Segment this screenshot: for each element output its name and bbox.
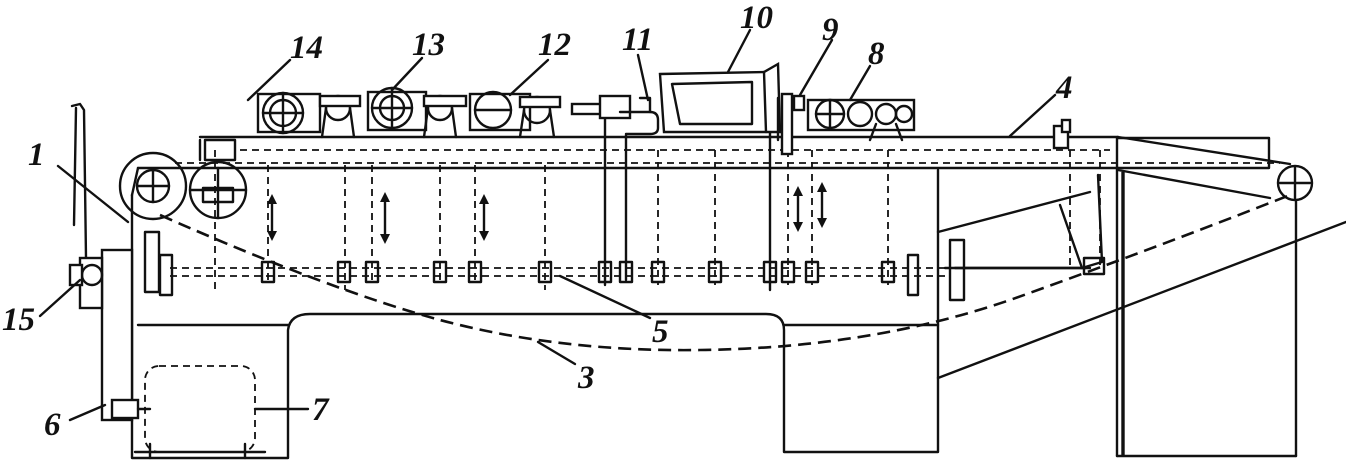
chain-3 [159,193,1291,352]
label-9: 9 [822,12,839,48]
shaft-5 [170,266,1092,277]
label-5: 5 [652,314,669,350]
unit-10 [658,61,782,134]
label-12: 12 [538,27,571,63]
unit-12 [468,90,562,139]
labels: 1 3 4 5 6 7 8 9 10 11 12 13 14 15 [2,0,1073,443]
label-7: 7 [312,392,330,428]
label-13: 13 [412,27,445,63]
unit-8 [806,98,916,142]
leader-lines [38,28,1057,422]
unit-14 [256,91,362,139]
vertical-rods [143,93,1106,302]
label-10: 10 [740,0,773,36]
machine-frame [130,166,1120,460]
label-4: 4 [1055,70,1073,106]
drive-assembly [68,248,152,422]
label-11: 11 [622,22,653,58]
label-15: 15 [2,302,35,338]
unit-11 [570,94,660,136]
left-pulleys [118,151,248,221]
label-8: 8 [868,36,885,72]
right-pulley [1276,164,1314,202]
belt-block [1052,118,1072,150]
label-6: 6 [44,407,61,443]
unit-13 [366,86,468,139]
handle-lever [70,102,88,260]
motor-7 [133,365,267,460]
right-stand [936,136,1346,458]
label-14: 14 [290,30,323,66]
label-1: 1 [28,137,45,173]
vertical-arrows [267,182,827,244]
unit-9 [776,92,806,156]
label-3: 3 [577,360,595,396]
